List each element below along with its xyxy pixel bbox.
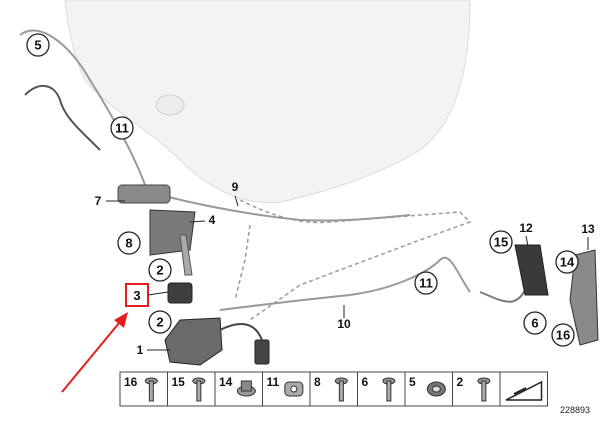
callout-circle: 2 [148, 310, 172, 334]
parts-strip-cell: 15 [167, 371, 216, 407]
callout-plain: 7 [95, 194, 125, 208]
callout-number: 9 [232, 180, 239, 194]
callout-plain: 9 [232, 180, 239, 207]
parts-strip-cell: 11 [262, 371, 311, 407]
cable-upper [19, 29, 151, 201]
callout-number: 7 [95, 194, 102, 208]
grommet-icon [426, 381, 446, 397]
support-rod [179, 234, 193, 276]
cable-right [479, 289, 526, 303]
hood-panel [64, 0, 471, 204]
parts-strip-cell: 14 [214, 371, 263, 407]
connector [254, 339, 270, 365]
parts-strip-cell: 8 [309, 371, 358, 407]
pin-icon [334, 377, 348, 402]
callout-circle-group: 5 11 8 2 2 15 14 11 6 16 [26, 33, 579, 347]
parts-strip-number: 15 [172, 375, 186, 389]
callout-number: 2 [156, 315, 163, 330]
hood-latch [164, 317, 223, 366]
callout-circle: 14 [555, 250, 579, 274]
parts-strip: 16 15 14 11 8 6 5 2 [119, 371, 548, 407]
parts-strip-number: 14 [219, 375, 233, 389]
parts-strip-cell: 5 [404, 371, 453, 407]
callout-number: 10 [337, 317, 351, 331]
parts-strip-number: 2 [457, 375, 464, 389]
callout-number: 11 [115, 121, 129, 136]
callout-plain: 12 [519, 221, 533, 247]
parts-strip-number: 6 [362, 375, 369, 389]
callout-number: 1 [137, 343, 144, 357]
rivet-screw-icon [144, 377, 158, 402]
wedge-icon [505, 380, 543, 401]
callout-circle: 8 [117, 231, 141, 255]
callout-circle: 11 [414, 271, 438, 295]
callout-number: 11 [419, 276, 433, 291]
diagram-id: 228893 [560, 405, 590, 415]
callout-plain: 1 [137, 343, 170, 357]
callout-number: 16 [556, 328, 570, 343]
latch-wire [219, 323, 263, 341]
callout-circle: 11 [110, 116, 134, 140]
parts-strip-cell: 6 [357, 371, 406, 407]
cable-dashed-down [234, 224, 251, 301]
parts-strip-cell: 16 [119, 371, 168, 407]
callout-plain: 4 [189, 213, 216, 227]
callout-number: 8 [125, 236, 132, 251]
flange-nut-icon [236, 380, 256, 397]
callout-circle: 2 [148, 258, 172, 282]
cable-release [24, 85, 101, 151]
parts-strip-cell [499, 371, 548, 407]
long-screw-icon [192, 377, 206, 402]
parts-strip-number: 16 [124, 375, 138, 389]
callout-number: 15 [494, 235, 508, 250]
parts-strip-number: 11 [267, 375, 280, 389]
callout-number: 5 [34, 38, 41, 53]
callout-circle: 5 [26, 33, 50, 57]
callout-number: 6 [531, 316, 538, 331]
callout-circle: 16 [551, 323, 575, 347]
release-handle [117, 184, 171, 204]
callout-number: 4 [209, 213, 216, 227]
callout-circle: 15 [489, 230, 513, 254]
cable-lower [219, 256, 471, 311]
sensor-part [167, 282, 193, 304]
highlight-callout: 3 [133, 288, 140, 303]
expansion-rivet-icon [382, 377, 396, 402]
catch-bracket [569, 249, 599, 346]
red-arrow [61, 312, 128, 393]
highlight-leader [147, 291, 169, 296]
parts-strip-number: 5 [409, 375, 416, 389]
callout-plain: 13 [581, 222, 595, 250]
safety-catch [514, 244, 549, 296]
callout-number: 14 [560, 255, 575, 270]
cable-dashed-main [239, 199, 472, 321]
cable-clip-icon [284, 381, 304, 397]
callout-circle: 6 [523, 311, 547, 335]
bolt-icon [477, 377, 491, 402]
callout-number: 12 [519, 221, 533, 235]
hood-emblem [155, 94, 185, 116]
callout-plain: 10 [337, 305, 351, 331]
parts-strip-cell: 2 [452, 371, 501, 407]
parts-strip-number: 8 [314, 375, 321, 389]
callout-number: 13 [581, 222, 595, 236]
callout-number: 2 [156, 263, 163, 278]
